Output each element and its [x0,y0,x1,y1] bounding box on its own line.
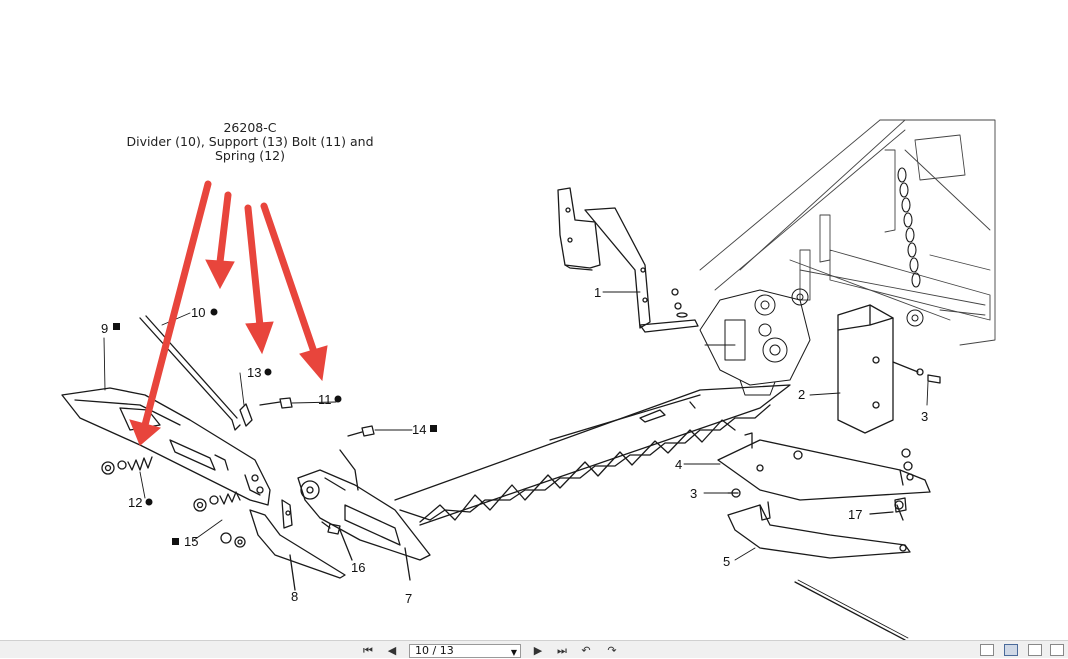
arrow-to-spring-icon [129,180,212,446]
callout-7: 7 [405,591,412,606]
caption-line-1: Divider (10), Support (13) Bolt (11) and [126,134,374,149]
callout-3a: 3 [921,409,928,424]
part-17-bolt [869,497,907,515]
first-page-icon[interactable]: ⏮ [363,644,373,657]
red-arrows [129,180,328,446]
callout-1: 1 [594,285,601,300]
viewer-toolbar: ⏮ ◀ 10 / 13 ▼ ▶ ⏭ ↶ ↷ [0,640,1068,658]
callout-labels: 1 2 3 3 4 5 7 8 9 10 11 12 13 14 15 16 1… [101,285,928,606]
go-forward-icon[interactable]: ↷ [607,644,617,657]
part-12-spring [101,456,153,475]
part-10-rod [139,315,241,431]
callout-10: 10 [191,305,205,320]
callout-11: 11 [318,392,332,407]
callout-15: 15 [184,534,198,549]
facing-view-icon[interactable] [1028,644,1042,656]
continuous-facing-view-icon[interactable] [1050,644,1064,656]
dot-marker-icon [210,308,218,316]
callout-12: 12 [128,495,142,510]
square-marker-icon [430,425,437,432]
caption-part-number: 26208-C [223,120,277,135]
dropdown-caret-icon: ▼ [510,648,517,657]
part-8-point [249,499,346,591]
cutter-bar [394,384,791,526]
go-back-icon[interactable]: ↶ [581,644,591,657]
arrow-to-divider-icon [205,191,235,290]
chain [897,167,921,288]
leader-lines [103,291,929,561]
drive-head [699,288,924,396]
callout-8: 8 [291,589,298,604]
part-2-shield [837,304,941,434]
part-14-bolt [339,425,375,491]
callout-9: 9 [101,321,108,336]
dot-marker-icon [334,395,342,403]
callout-13: 13 [247,365,261,380]
callout-3b: 3 [690,486,697,501]
figure-caption: 26208-C Divider (10), Support (13) Bolt … [110,121,390,163]
part-4-plate [717,432,931,501]
callout-2: 2 [798,387,805,402]
dot-marker-icon [264,368,272,376]
callout-4: 4 [675,457,682,472]
arrow-to-support-icon [244,204,274,355]
callout-16: 16 [351,560,365,575]
last-page-icon[interactable]: ⏭ [557,644,567,657]
part-5-plate [727,500,911,559]
caption-line-2: Spring (12) [215,148,285,163]
callout-17: 17 [848,507,862,522]
page-indicator-select[interactable]: 10 / 13 ▼ [409,644,521,658]
part-15-spring [193,491,246,548]
part-16-bolt [321,521,353,561]
page-indicator-text: 10 / 13 [415,644,454,657]
continuous-view-icon[interactable] [1004,644,1018,656]
part-13-support [239,397,293,427]
machine-frame [699,119,996,346]
dot-marker-icon [145,498,153,506]
rod [794,581,906,641]
callout-5: 5 [723,554,730,569]
part-7-shoe [297,469,431,581]
callout-14: 14 [412,422,426,437]
square-marker-icon [172,538,179,545]
arrow-to-bolt-icon [260,202,328,382]
square-marker-icon [113,323,120,330]
single-page-view-icon[interactable] [980,644,994,656]
prev-page-icon[interactable]: ◀ [387,644,397,657]
part-1-bracket [557,187,699,333]
next-page-icon[interactable]: ▶ [533,644,543,657]
part-9-divider [61,387,271,506]
